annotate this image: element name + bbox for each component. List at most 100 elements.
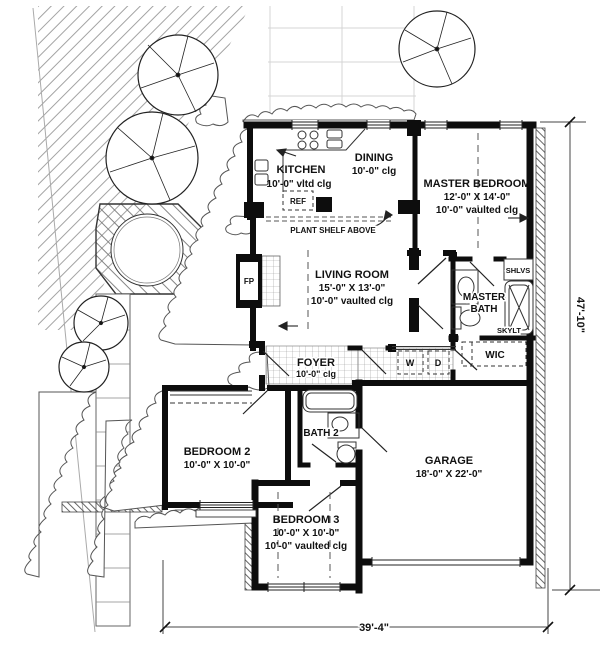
dimension-lines — [159, 116, 600, 634]
master-bedroom-size: 12'-0" X 14'-0" — [444, 192, 511, 203]
bedroom2-door — [242, 389, 269, 415]
burner — [297, 130, 307, 140]
dining-label: DINING — [355, 152, 394, 164]
master-bedroom-label: MASTER BEDROOM — [424, 178, 531, 190]
spa-circle — [110, 213, 184, 287]
kitchen-wall-boxes — [254, 159, 269, 186]
sink — [457, 276, 475, 298]
burner — [309, 140, 319, 150]
window-bedroom3 — [267, 582, 341, 592]
living-room-clg: 10'-0" vaulted clg — [311, 296, 393, 307]
front-door — [262, 350, 290, 377]
plant-shelf-arrow — [367, 210, 394, 229]
plant-shelf-line — [266, 216, 392, 222]
trees — [58, 10, 476, 393]
dining-clg: 10'-0" clg — [352, 166, 396, 177]
plant-shelf-label: PLANT SHELF ABOVE — [290, 226, 376, 235]
burner — [297, 140, 307, 150]
bedroom3-label: BEDROOM 3 — [273, 514, 340, 526]
masonry-right — [535, 127, 546, 589]
dim-right-label: 47'-10" — [574, 297, 586, 333]
toilet — [459, 309, 481, 327]
window-bedroom2 — [195, 500, 257, 518]
fixtures — [170, 128, 534, 464]
door-swings — [242, 257, 495, 512]
arrows — [275, 148, 530, 331]
rear-deck-grid — [268, 6, 416, 120]
garage-label: GARAGE — [425, 455, 473, 467]
tub — [302, 389, 358, 413]
skylt-label: SKYLT — [497, 326, 521, 335]
living-room-size: 15'-0" X 13'-0" — [319, 283, 386, 294]
garage-entry-door — [361, 427, 388, 453]
master-bedroom-clg: 10'-0" vaulted clg — [436, 205, 518, 216]
bedroom3-door — [308, 485, 342, 512]
tree — [137, 34, 219, 116]
sink-bowl — [326, 129, 343, 139]
bedroom2-label: BEDROOM 2 — [184, 446, 251, 458]
patio — [95, 203, 205, 295]
window-master-1 — [424, 120, 448, 130]
washer-label: W — [406, 358, 415, 368]
master-bath-label-1: MASTER — [463, 292, 506, 303]
foyer-tile — [265, 345, 359, 385]
bedroom3-size: 10'-0" X 10'-0" — [273, 528, 340, 539]
master-exit-arrow — [508, 213, 530, 223]
fireplace — [236, 254, 262, 308]
washer-box — [397, 350, 424, 375]
foyer-label: FOYER — [297, 357, 335, 369]
master-bedroom-door — [417, 257, 447, 285]
vault-line-bed3 — [277, 492, 331, 578]
wic-rods — [461, 341, 527, 367]
kitchen-cabinet — [316, 197, 332, 212]
floor-finishes — [261, 255, 454, 385]
wic-door — [454, 349, 478, 371]
sink-bowl — [326, 139, 343, 149]
bedroom2-size: 10'-0" X 10'-0" — [184, 460, 251, 471]
shrubs — [24, 95, 417, 578]
tree — [398, 10, 476, 88]
bath2-fixtures — [302, 389, 360, 464]
tree — [105, 111, 199, 205]
wic-label: WIC — [485, 350, 504, 361]
dryer-box — [427, 350, 450, 375]
bedroom2-closet — [170, 390, 252, 404]
kitchen-counter — [282, 128, 366, 192]
toilet — [336, 444, 356, 464]
fp-label: FP — [244, 277, 255, 286]
master-bath-label-2: BATH — [470, 304, 497, 315]
dim-bottom-label: 39'-4" — [359, 622, 389, 634]
bath2-door — [311, 443, 337, 463]
tree — [58, 341, 110, 393]
living-arrow — [277, 321, 298, 331]
ref-label: REF — [290, 197, 306, 206]
laundry-fixtures — [392, 346, 456, 375]
laundry-hall-door — [361, 349, 387, 375]
hearth-tile — [261, 255, 281, 307]
kitchen-arrow — [275, 148, 297, 157]
landscape — [24, 6, 476, 633]
master-bath-door — [469, 261, 495, 287]
kitchen-clg: 10'-0" vltd clg — [267, 179, 332, 190]
property-line-left — [32, 7, 96, 633]
garage-door — [371, 557, 521, 567]
dim-ticks — [159, 116, 576, 633]
dashed-lines — [266, 133, 479, 578]
dryer-label: D — [435, 358, 442, 368]
hall-tile — [357, 347, 454, 382]
master-bath-fixtures — [451, 258, 534, 335]
burner — [309, 130, 319, 140]
window-master-2 — [499, 120, 523, 130]
shlvs-label: SHLVS — [506, 266, 530, 275]
sink — [331, 416, 349, 432]
shelves-box — [503, 258, 534, 281]
foyer-clg: 10'-0" clg — [296, 369, 336, 379]
window-kitchen — [291, 120, 319, 130]
kitchen-label: KITCHEN — [277, 164, 326, 176]
linen-doors — [417, 304, 444, 330]
living-room-label: LIVING ROOM — [315, 269, 389, 281]
window-dining — [366, 120, 391, 130]
wall-blocks — [244, 120, 458, 352]
windows — [195, 120, 523, 592]
